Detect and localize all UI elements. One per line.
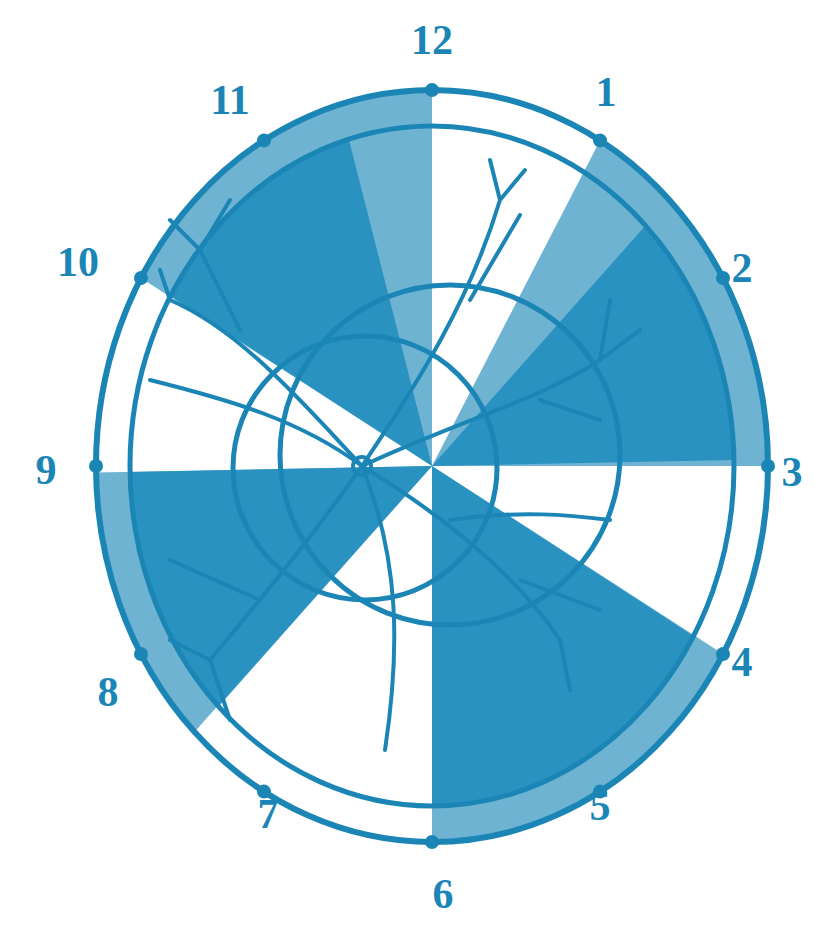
hour-tick: [425, 835, 439, 849]
clock-hour-number: 7: [258, 793, 279, 835]
vessel: [362, 300, 640, 466]
vessel: [362, 466, 394, 750]
vessel: [160, 200, 362, 466]
vessel: [362, 466, 610, 690]
hour-tick: [134, 271, 148, 285]
vessel: [150, 380, 362, 466]
clock-hour-number: 4: [732, 641, 753, 683]
hour-tick: [425, 83, 439, 97]
ora-serrata-ring: [130, 126, 734, 806]
clock-hour-number: 9: [36, 449, 57, 491]
clock-hour-number: 2: [732, 247, 753, 289]
clock-hour-number: 11: [210, 79, 250, 121]
hour-tick: [89, 459, 103, 473]
hour-ticks: [89, 83, 775, 849]
macula-circle: [280, 285, 620, 625]
clock-hour-number: 12: [411, 19, 453, 61]
clock-hour-number: 10: [57, 241, 99, 283]
clock-hour-number: 1: [596, 71, 617, 113]
vessel: [170, 466, 362, 720]
hour-tick: [716, 647, 730, 661]
clock-hour-number: 5: [590, 785, 611, 827]
hour-tick: [761, 459, 775, 473]
clock-hour-number: 6: [433, 873, 454, 915]
hour-tick: [593, 133, 607, 147]
shaded-sectors: [96, 90, 768, 842]
vessel: [362, 160, 525, 466]
sector-band: [432, 466, 723, 842]
sector-fill: [130, 466, 432, 706]
outer-ring: [96, 90, 768, 842]
clock-hour-number: 3: [782, 451, 803, 493]
clock-hour-number: 8: [98, 671, 119, 713]
hour-tick: [134, 647, 148, 661]
retinal-vessels: [150, 160, 640, 750]
fundus-outlines: [96, 90, 768, 842]
hour-tick: [716, 271, 730, 285]
hour-tick: [257, 133, 271, 147]
